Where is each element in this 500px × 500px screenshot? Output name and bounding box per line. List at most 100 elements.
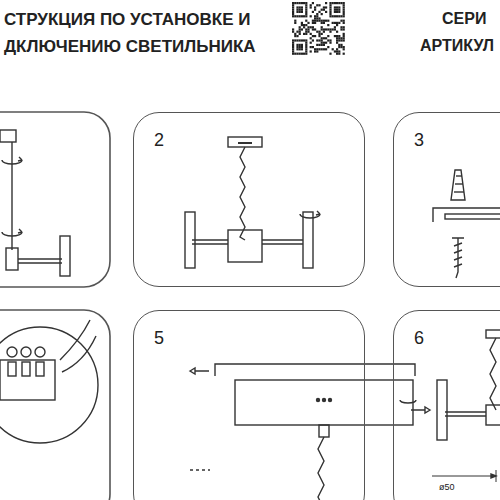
qr-code <box>316 31 318 33</box>
qr-code <box>321 28 323 30</box>
qr-code <box>296 53 298 55</box>
qr-code <box>321 39 323 41</box>
qr-code <box>340 15 342 17</box>
qr-code <box>327 35 329 37</box>
qr-code <box>305 39 307 41</box>
step-3-figure <box>454 191 464 192</box>
qr-code <box>301 46 303 48</box>
step-number: 6 <box>414 329 424 347</box>
qr-code <box>299 48 301 50</box>
qr-code <box>316 13 318 15</box>
qr-code <box>329 11 331 13</box>
qr-code <box>305 15 307 17</box>
step-2-figure <box>238 142 252 144</box>
qr-code <box>329 28 331 30</box>
step-4-figure <box>0 320 98 443</box>
qr-code <box>334 22 336 24</box>
qr-code <box>327 46 329 48</box>
qr-code <box>340 2 342 4</box>
qr-code <box>301 44 303 46</box>
step-1-figure <box>0 130 16 142</box>
step-1-figure <box>18 258 62 259</box>
qr-code <box>336 11 338 13</box>
qr-code <box>343 20 345 22</box>
qr-code <box>323 44 325 46</box>
step-6-figure <box>496 470 497 482</box>
qr-code <box>314 17 316 19</box>
title-line: СТРУКЦИЯ ПО УСТАНОВКЕ И <box>4 10 251 30</box>
qr-code <box>305 6 307 8</box>
qr-code <box>329 4 331 6</box>
step-number: 5 <box>154 329 164 347</box>
qr-code <box>312 11 314 13</box>
qr-code <box>318 44 320 46</box>
step-5-figure <box>318 437 324 500</box>
qr-code <box>332 48 334 50</box>
qr-code <box>301 6 303 8</box>
qr-code <box>301 28 303 30</box>
qr-code <box>321 42 323 44</box>
step-3-figure <box>455 183 463 184</box>
qr-code <box>316 50 318 52</box>
qr-code <box>334 11 336 13</box>
qr-code <box>334 26 336 28</box>
step-number: 3 <box>414 131 424 149</box>
qr-code <box>323 20 325 22</box>
qr-code <box>343 46 345 48</box>
qr-code <box>318 17 320 19</box>
qr-code <box>299 28 301 30</box>
qr-code <box>305 2 307 4</box>
qr-code <box>296 39 298 41</box>
qr-code <box>312 20 314 22</box>
qr-code <box>294 2 296 4</box>
dimension-label: ø50 <box>438 482 456 492</box>
qr-code <box>292 2 294 4</box>
qr-code <box>316 15 318 17</box>
qr-code <box>336 50 338 52</box>
qr-code <box>299 33 301 35</box>
qr-code <box>321 33 323 35</box>
series-label: СЕРИ <box>442 10 486 28</box>
qr-code <box>301 15 303 17</box>
qr-code <box>292 53 294 55</box>
step-4-figure <box>8 362 16 376</box>
qr-code <box>292 6 294 8</box>
qr-code <box>323 22 325 24</box>
qr-code <box>292 46 294 48</box>
qr-code <box>310 15 312 17</box>
qr-code <box>314 9 316 11</box>
qr-code <box>334 6 336 8</box>
qr-code <box>327 20 329 22</box>
qr-code <box>336 31 338 33</box>
step-5-figure <box>190 364 430 500</box>
qr-code <box>299 11 301 13</box>
step-2-figure <box>303 212 313 268</box>
step-5-figure <box>190 368 209 374</box>
step-6-figure <box>445 415 486 416</box>
qr-code <box>325 11 327 13</box>
qr-code <box>332 22 334 24</box>
qr-code <box>338 39 340 41</box>
qr-code <box>336 42 338 44</box>
qr-code <box>301 53 303 55</box>
step-2-figure <box>192 243 228 244</box>
qr-code <box>343 13 345 15</box>
qr-code <box>305 46 307 48</box>
qr-code <box>310 46 312 48</box>
qr-code <box>340 26 342 28</box>
qr-code <box>321 26 323 28</box>
step-2-figure <box>240 147 245 240</box>
qr-code <box>312 26 314 28</box>
step-1-figure <box>18 262 62 263</box>
qr-code <box>296 2 298 4</box>
qr-code <box>338 22 340 24</box>
step-4-figure <box>21 347 31 357</box>
qr-code <box>340 20 342 22</box>
qr-code <box>310 37 312 39</box>
qr-code <box>310 42 312 44</box>
qr-code <box>294 53 296 55</box>
qr-code <box>307 26 309 28</box>
step-5-figure <box>235 380 413 425</box>
qr-code <box>329 13 331 15</box>
qr-code <box>292 15 294 17</box>
